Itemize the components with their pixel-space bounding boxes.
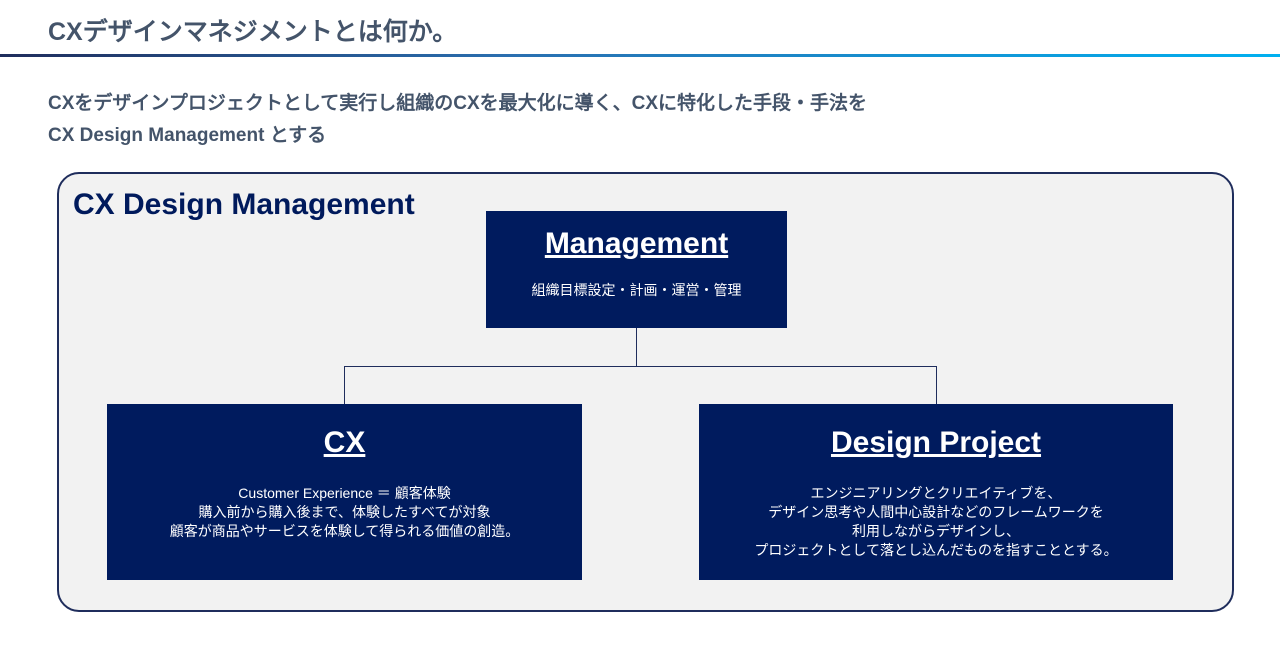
title-divider bbox=[0, 54, 1280, 57]
lead-text: CXをデザインプロジェクトとして実行し組織のCXを最大化に導く、CXに特化した手… bbox=[48, 88, 867, 152]
design-project-line: デザイン思考や人間中心設計などのフレームワークを bbox=[768, 504, 1104, 520]
connector-horizontal bbox=[344, 366, 937, 367]
cx-line: 顧客が商品やサービスを体験して得られる価値の創造。 bbox=[169, 523, 520, 539]
cx-heading: CX bbox=[323, 426, 366, 459]
connector-right bbox=[936, 366, 937, 404]
cx-line: 購入前から購入後まで、体験したすべてが対象 bbox=[198, 504, 491, 520]
connector-vertical bbox=[636, 327, 637, 367]
management-desc: 組織目標設定・計画・運営・管理 bbox=[531, 282, 742, 298]
page-title: CXデザインマネジメントとは何か。 bbox=[48, 18, 458, 46]
design-project-line: エンジニアリングとクリエイティブを、 bbox=[810, 485, 1062, 501]
design-project-box: Design Project エンジニアリングとクリエイティブを、 デザイン思考… bbox=[699, 404, 1173, 580]
management-heading: Management bbox=[544, 227, 729, 260]
lead-line-1: CXをデザインプロジェクトとして実行し組織のCXを最大化に導く、CXに特化した手… bbox=[48, 93, 868, 114]
lead-line-2: CX Design Management とする bbox=[48, 125, 327, 146]
connector-left bbox=[344, 366, 345, 404]
cx-box: CX Customer Experience ＝ 顧客体験 購入前から購入後まで… bbox=[107, 404, 582, 580]
design-project-heading: Design Project bbox=[830, 426, 1042, 459]
cx-line: Customer Experience ＝ 顧客体験 bbox=[238, 485, 451, 501]
management-box: Management 組織目標設定・計画・運営・管理 bbox=[486, 211, 787, 328]
diagram-title: CX Design Management bbox=[73, 188, 415, 221]
design-project-line: 利用しながらデザインし、 bbox=[852, 523, 1020, 539]
design-project-line: プロジェクトとして落とし込んだものを指すこととする。 bbox=[754, 542, 1118, 558]
